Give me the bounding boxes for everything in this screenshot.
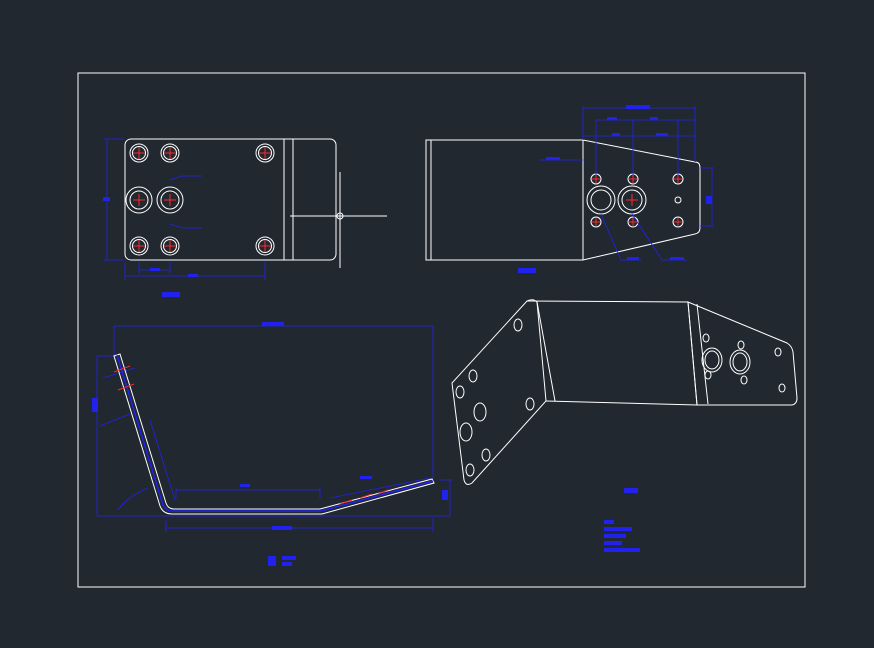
front-holes (125, 143, 275, 256)
front-dimensions (103, 138, 266, 297)
front-view (124, 138, 387, 268)
iso-left-plate (451, 299, 547, 485)
isometric-view (451, 299, 798, 485)
front-hole-centers (133, 147, 271, 252)
iso-right-plate (687, 301, 798, 406)
iso-left-holes (455, 318, 535, 477)
drawing-border (77, 72, 806, 588)
front-plate-outline (124, 138, 337, 261)
notes-block (604, 488, 640, 552)
bend-dimensions (92, 322, 452, 532)
side-dimensions (518, 105, 714, 273)
bend-profile-view (92, 322, 452, 566)
iso-right-holes (701, 333, 786, 393)
side-hole-centers (592, 175, 682, 226)
bend-center-marks (113, 365, 389, 505)
bend-profile-inner (116, 354, 434, 512)
side-plate-outline (425, 139, 701, 261)
bend-profile-outline (113, 353, 435, 515)
side-view (425, 139, 701, 261)
front-center-mark-circle (336, 212, 344, 220)
iso-top-face (526, 300, 698, 406)
